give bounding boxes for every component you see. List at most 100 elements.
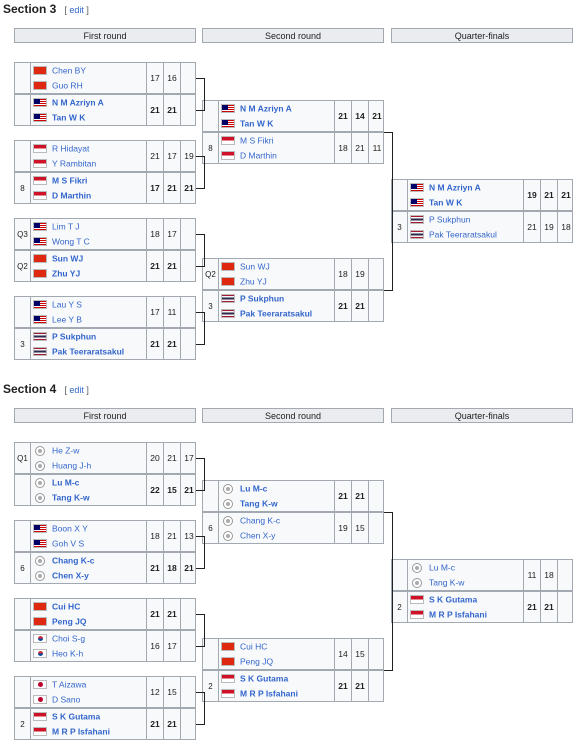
player-name[interactable]: Heo K-h: [52, 648, 84, 659]
player-name[interactable]: Chen X-y: [240, 530, 276, 541]
player-line: Pak Teeraratsakul: [410, 227, 497, 242]
player-line: M S Fikri: [33, 173, 87, 188]
set-score: 21: [146, 329, 163, 359]
set-score: 17: [163, 631, 180, 661]
edit-bracket: [ edit ]: [64, 5, 89, 15]
player-name[interactable]: Pak Teeraratsakul: [52, 346, 125, 357]
player-name[interactable]: Lu M-c: [429, 562, 455, 573]
player-name[interactable]: Tan W K: [52, 112, 86, 123]
player-name[interactable]: D Marthin: [240, 150, 277, 161]
player-name[interactable]: Goh V S: [52, 538, 85, 549]
player-name[interactable]: Tang K-w: [429, 577, 465, 588]
player-name[interactable]: Boon X Y: [52, 523, 88, 534]
tw-flag-icon: [223, 515, 233, 526]
set-score: [557, 592, 574, 622]
bracket-connector: [196, 568, 204, 569]
player-name[interactable]: Lee Y B: [52, 314, 82, 325]
player-pair: S K Gutama M R P Isfahani: [408, 592, 521, 622]
player-name[interactable]: Peng JQ: [240, 656, 274, 667]
player-name[interactable]: Pak Teeraratsakul: [429, 229, 497, 240]
player-name[interactable]: N M Azriyn A: [429, 182, 481, 193]
cn-flag-icon: [33, 602, 47, 612]
player-name[interactable]: T Aizawa: [52, 679, 87, 690]
edit-link[interactable]: edit: [69, 5, 84, 15]
player-name[interactable]: Tang K-w: [52, 492, 90, 503]
seed-label: [203, 639, 219, 669]
player-name[interactable]: D Marthin: [52, 190, 92, 201]
my-flag-icon: [33, 300, 47, 310]
player-pair: Boon X Y Goh V S: [31, 521, 144, 551]
player-name[interactable]: R Hidayat: [52, 143, 90, 154]
seed-label: 8: [15, 173, 31, 203]
player-name[interactable]: Pak Teeraratsakul: [240, 308, 313, 319]
player-name[interactable]: D Sano: [52, 694, 81, 705]
player-pair: Lau Y S Lee Y B: [31, 297, 144, 327]
player-name[interactable]: Zhu YJ: [52, 268, 81, 279]
set-score: 21: [334, 671, 351, 701]
bracket-connector: [392, 132, 393, 291]
player-name[interactable]: P Sukphun: [52, 331, 97, 342]
round-header: First round: [14, 28, 196, 43]
player-name[interactable]: M R P Isfahani: [52, 726, 110, 737]
player-name[interactable]: P Sukphun: [429, 214, 471, 225]
set-score: 15: [163, 677, 180, 707]
player-name[interactable]: M R P Isfahani: [429, 609, 487, 620]
set-score: 14: [351, 101, 368, 131]
player-name[interactable]: S K Gutama: [52, 711, 101, 722]
player-name[interactable]: M S Fikri: [52, 175, 88, 186]
player-pair: Sun WJ Zhu YJ: [31, 251, 144, 281]
bracket-connector: [204, 234, 205, 267]
player-pair: N M Azriyn A Tan W K: [219, 101, 332, 131]
tw-flag-icon: [35, 477, 45, 488]
player-name[interactable]: Y Rambitan: [52, 158, 97, 169]
player-name[interactable]: S K Gutama: [240, 673, 289, 684]
player-name[interactable]: Wong T C: [52, 236, 90, 247]
player-name[interactable]: Cui HC: [52, 601, 81, 612]
player-name[interactable]: Chen BY: [52, 65, 87, 76]
player-name[interactable]: Cui HC: [240, 641, 268, 652]
player-line: Wong T C: [33, 234, 90, 249]
player-name[interactable]: Chen X-y: [52, 570, 89, 581]
player-name[interactable]: Lu M-c: [240, 483, 268, 494]
player-name[interactable]: Sun WJ: [52, 253, 84, 264]
bracket-connector: [384, 290, 392, 291]
player-name[interactable]: N M Azriyn A: [52, 97, 104, 108]
player-line: Lau Y S: [33, 297, 82, 312]
player-name[interactable]: S K Gutama: [429, 594, 478, 605]
player-name[interactable]: P Sukphun: [240, 293, 285, 304]
player-name[interactable]: Choi S-g: [52, 633, 86, 644]
player-name[interactable]: Peng JQ: [52, 616, 87, 627]
player-name[interactable]: Sun WJ: [240, 261, 270, 272]
player-name[interactable]: Zhu YJ: [240, 276, 267, 287]
round-header: Second round: [202, 408, 384, 423]
player-line: P Sukphun: [33, 329, 96, 344]
tw-flag-icon: [223, 498, 233, 509]
player-name[interactable]: He Z-w: [52, 445, 80, 456]
seed-label: 2: [392, 592, 408, 622]
player-name[interactable]: Chang K-c: [240, 515, 281, 526]
player-name[interactable]: Chang K-c: [52, 555, 95, 566]
set-score: 11: [368, 133, 385, 163]
player-name[interactable]: Lu M-c: [52, 477, 80, 488]
player-name[interactable]: Guo RH: [52, 80, 83, 91]
edit-link[interactable]: edit: [69, 385, 84, 395]
set-score: 21: [146, 709, 163, 739]
id-flag-icon: [221, 151, 235, 161]
player-name[interactable]: M R P Isfahani: [240, 688, 298, 699]
player-name[interactable]: Huang J-h: [52, 460, 92, 471]
player-name[interactable]: N M Azriyn A: [240, 103, 292, 114]
player-name[interactable]: M S Fikri: [240, 135, 274, 146]
player-name[interactable]: Tan W K: [429, 197, 463, 208]
player-name[interactable]: Tan W K: [240, 118, 274, 129]
bracket-connector: [196, 458, 204, 459]
bracket-connector: [196, 614, 204, 615]
player-line: Goh V S: [33, 536, 84, 551]
player-name[interactable]: Lau Y S: [52, 299, 82, 310]
player-line: S K Gutama: [33, 709, 100, 724]
player-name[interactable]: Lim T J: [52, 221, 80, 232]
bracket-connector: [204, 614, 205, 647]
player-name[interactable]: Tang K-w: [240, 498, 278, 509]
player-line: Tan W K: [410, 195, 462, 210]
kr-flag-icon: [33, 634, 47, 644]
set-score: 18: [334, 133, 351, 163]
